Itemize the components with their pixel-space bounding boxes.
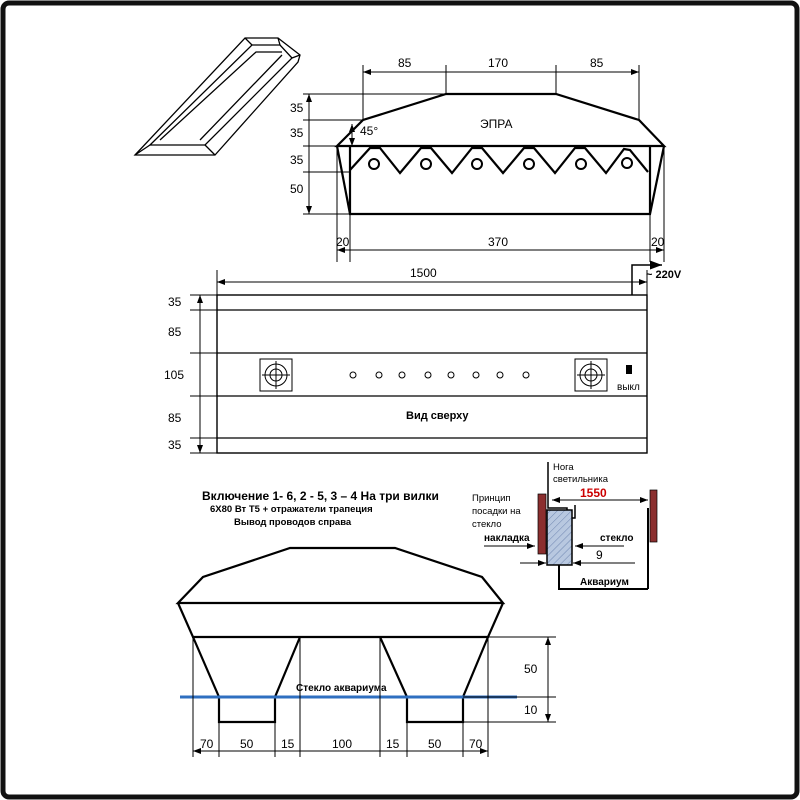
lamp-sockets: [349, 371, 530, 379]
dim-w-7: 70: [469, 737, 483, 751]
lamp-note: 6X80 Вт T5 + отражатели трапеция: [210, 504, 373, 515]
view-caption: Вид сверху: [406, 410, 469, 422]
section-view: ЭПРА 45° 85 170 85 35 35 35 50 20 370 20: [290, 56, 667, 262]
lamp-tubes: [368, 157, 633, 170]
overlay-label: накладка: [484, 533, 530, 544]
end-view: Стекло аквариума 50 10 70 50 15 100 15 5…: [175, 546, 556, 757]
dim-tv-2: 85: [168, 325, 182, 339]
length-label: 1500: [410, 266, 437, 280]
dim-left-1: 35: [290, 101, 304, 115]
glass-wall: [546, 509, 573, 566]
angle-label: 45°: [360, 124, 378, 138]
principle-3: стекло: [472, 519, 501, 530]
principle-1: Принцип: [472, 493, 511, 504]
dim-top-2: 170: [488, 56, 508, 70]
fan-icon: [574, 358, 608, 392]
dim-top-3: 85: [590, 56, 604, 70]
dim-bottom-3: 20: [651, 235, 665, 249]
leg-label-1: Нога: [553, 462, 574, 473]
dim-w-3: 15: [281, 737, 295, 751]
isometric-sketch: [133, 37, 301, 156]
glass-label: стекло: [600, 533, 633, 544]
dim-top-1: 85: [398, 56, 412, 70]
dim-w-2: 50: [240, 737, 254, 751]
dim-bottom-1: 20: [336, 235, 350, 249]
wiring-note: Включение 1- 6, 2 - 5, 3 – 4 На три вилк…: [202, 489, 439, 503]
dim-w-6: 50: [428, 737, 442, 751]
dim-tv-4: 85: [168, 411, 182, 425]
thickness-label: 9: [596, 548, 603, 562]
switch-icon[interactable]: [626, 365, 632, 374]
overlay-pad: [537, 493, 547, 555]
dim-left-2: 35: [290, 126, 304, 140]
dim-left-4: 50: [290, 182, 304, 196]
dim-w-4: 100: [332, 737, 352, 751]
dim-left-3: 35: [290, 153, 304, 167]
dim-w-5: 15: [386, 737, 400, 751]
principle-2: посадки на: [472, 506, 521, 517]
dim-tv-5: 35: [168, 438, 182, 452]
notes: Включение 1- 6, 2 - 5, 3 – 4 На три вилк…: [202, 489, 439, 528]
fan-icon: [259, 358, 293, 392]
overlay-pad: [649, 489, 658, 543]
wire-note: Вывод проводов справа: [234, 517, 352, 528]
dim-height-10: 10: [524, 703, 538, 717]
length-1550: 1550: [580, 486, 607, 500]
top-view: 1500 ~ 220V 35 85 105 85 35 выкл Вид све…: [164, 260, 682, 454]
aquarium-label: Аквариум: [580, 577, 629, 588]
ballast-label: ЭПРА: [480, 117, 512, 131]
leg-label-2: светильника: [553, 474, 609, 485]
power-label: ~ 220V: [646, 269, 682, 281]
dim-tv-1: 35: [168, 295, 182, 309]
dim-bottom-2: 370: [488, 235, 508, 249]
dim-tv-3: 105: [164, 368, 184, 382]
mount-detail: Нога светильника Принцип посадки на стек…: [472, 462, 658, 590]
dim-w-1: 70: [200, 737, 214, 751]
switch-label: выкл: [617, 382, 640, 393]
dim-height-50: 50: [524, 662, 538, 676]
glass-line-label: Стекло аквариума: [296, 683, 387, 694]
